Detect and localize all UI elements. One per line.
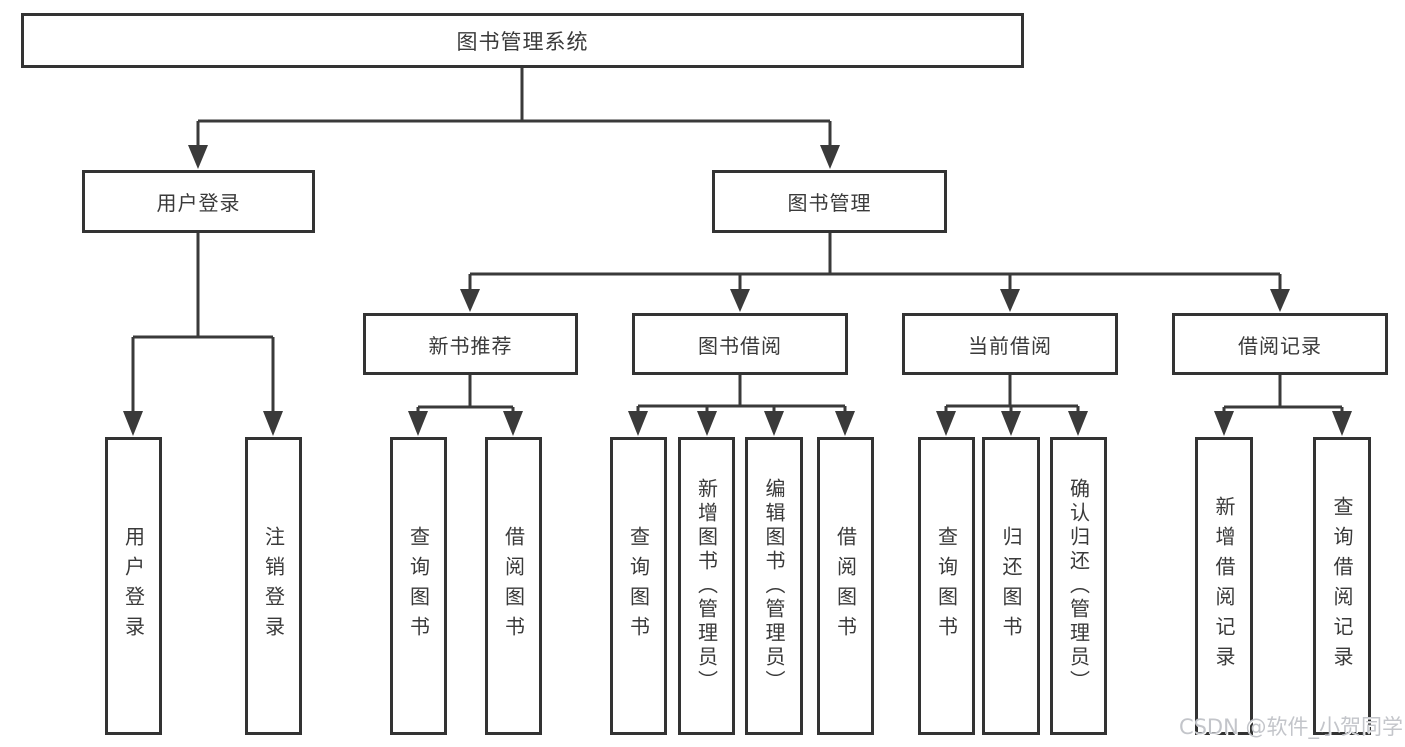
node-current-borrow: 当前借阅 <box>902 313 1118 375</box>
node-leaf-confirm-return-admin: 确认归还（管理员） <box>1050 437 1107 735</box>
node-leaf-query-books-2-label: 查询图书 <box>626 526 651 646</box>
node-leaf-edit-books-admin: 编辑图书（管理员） <box>745 437 803 735</box>
node-leaf-borrow-books-2: 借阅图书 <box>817 437 874 735</box>
node-leaf-user-login: 用户登录 <box>105 437 162 735</box>
node-leaf-add-books-admin: 新增图书（管理员） <box>678 437 735 735</box>
node-borrow-records: 借阅记录 <box>1172 313 1388 375</box>
node-leaf-query-borrow-record: 查询借阅记录 <box>1313 437 1371 735</box>
node-leaf-query-borrow-record-label: 查询借阅记录 <box>1330 496 1354 676</box>
node-leaf-return-books-label: 归还图书 <box>999 526 1023 646</box>
connector-bookmgmt-to-level3 <box>468 233 1282 290</box>
node-new-book-recommend: 新书推荐 <box>363 313 578 375</box>
arrowheads-level4 <box>123 411 1352 436</box>
connector-borrowrecords-children <box>1222 374 1344 412</box>
node-user-login-label: 用户登录 <box>156 191 241 215</box>
arrowheads-level3 <box>460 289 1290 312</box>
node-book-management: 图书管理 <box>712 170 947 233</box>
node-leaf-query-books-1: 查询图书 <box>390 437 447 735</box>
connector-currentborrow-children <box>944 374 1080 412</box>
node-leaf-confirm-return-admin-label: 确认归还（管理员） <box>1066 478 1091 694</box>
node-leaf-borrow-books-1: 借阅图书 <box>485 437 542 735</box>
node-leaf-edit-books-admin-label: 编辑图书（管理员） <box>762 478 786 694</box>
connector-bookborrow-children <box>636 375 847 412</box>
node-leaf-add-borrow-record-label: 新增借阅记录 <box>1212 496 1236 676</box>
arrowheads-level2 <box>188 145 840 169</box>
node-new-book-recommend-label: 新书推荐 <box>428 333 513 358</box>
node-leaf-add-books-admin-label: 新增图书（管理员） <box>694 478 719 694</box>
connector-newrec-children <box>416 375 515 412</box>
connector-root-to-level2 <box>196 68 832 146</box>
node-leaf-query-books-2: 查询图书 <box>610 437 667 735</box>
node-library-management-system-label: 图书管理系统 <box>456 29 589 54</box>
watermark: CSDN @软件_小贺同学 <box>1178 715 1403 739</box>
node-leaf-add-borrow-record: 新增借阅记录 <box>1195 437 1253 735</box>
connector-userlogin-children <box>131 233 275 412</box>
node-leaf-borrow-books-2-label: 借阅图书 <box>833 526 858 646</box>
node-book-borrow-label: 图书借阅 <box>698 333 782 358</box>
node-book-management-label: 图书管理 <box>787 191 872 215</box>
node-leaf-query-books-3-label: 查询图书 <box>934 526 959 646</box>
node-leaf-query-books-3: 查询图书 <box>918 437 975 735</box>
node-book-borrow: 图书借阅 <box>632 313 848 375</box>
node-user-login: 用户登录 <box>82 170 315 233</box>
node-leaf-borrow-books-1-label: 借阅图书 <box>501 526 526 646</box>
node-borrow-records-label: 借阅记录 <box>1238 333 1322 358</box>
node-leaf-user-login-label: 用户登录 <box>121 526 146 646</box>
node-leaf-query-books-1-label: 查询图书 <box>406 526 431 646</box>
node-leaf-return-books: 归还图书 <box>982 437 1040 735</box>
node-leaf-logout: 注销登录 <box>245 437 302 735</box>
node-leaf-logout-label: 注销登录 <box>261 526 286 646</box>
node-current-borrow-label: 当前借阅 <box>968 333 1052 358</box>
node-library-management-system: 图书管理系统 <box>21 13 1024 68</box>
